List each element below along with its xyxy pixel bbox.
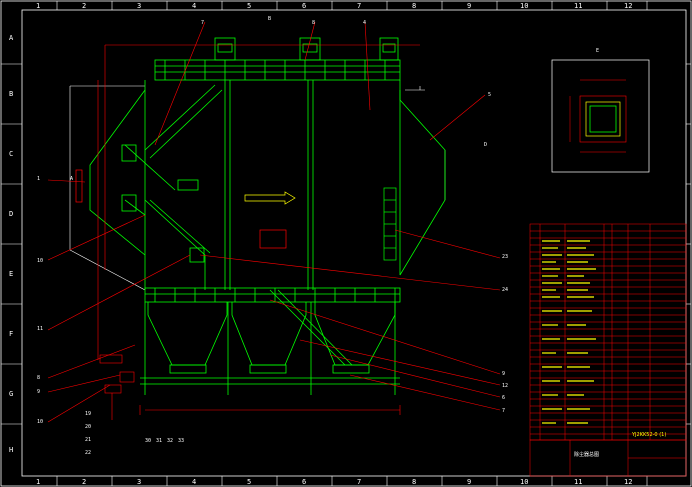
- col-label: 3: [137, 2, 141, 10]
- callout-label: 23: [502, 254, 508, 260]
- col-label: 1: [36, 2, 40, 10]
- side-ladder: [383, 187, 397, 261]
- col-label: 2: [82, 478, 86, 486]
- col-label: 9: [467, 2, 471, 10]
- callouts-top: 7 B 8 4: [201, 16, 366, 26]
- leader-lines: [47, 21, 501, 423]
- row-labels-left: A B C D E F G H: [9, 34, 14, 454]
- col-label: 1: [36, 478, 40, 486]
- callout-label: 5: [488, 92, 491, 98]
- row-label: F: [9, 330, 13, 338]
- callout-label: 20: [85, 424, 91, 430]
- row-label: A: [9, 34, 14, 42]
- callout-label: 9: [37, 389, 40, 395]
- parts-list-entries: [542, 240, 596, 424]
- callout-label: 9: [502, 371, 505, 377]
- callout-label: 12: [502, 383, 508, 389]
- col-label: 8: [412, 478, 416, 486]
- row-label: H: [9, 446, 13, 454]
- callout-label: 24: [502, 287, 508, 293]
- col-label: 7: [357, 2, 361, 10]
- callout-label: 8: [312, 20, 315, 26]
- row-label: B: [9, 90, 13, 98]
- callout-label: A: [70, 176, 73, 182]
- callout-label: 21: [85, 437, 91, 443]
- callout-label: 11: [37, 326, 43, 332]
- callout-label: 32: [167, 438, 173, 444]
- col-label: 12: [624, 2, 632, 10]
- callout-label: 6: [502, 395, 505, 401]
- col-label: 4: [192, 478, 196, 486]
- col-label: 10: [520, 478, 528, 486]
- callout-label: 4: [363, 20, 366, 26]
- drawing-number: YJ2KK52-0 (1): [631, 432, 666, 438]
- col-label: 2: [82, 2, 86, 10]
- drawing-caption: 除尘器总图: [574, 451, 599, 458]
- column-labels-bottom: 1 2 3 4 5 6 7 8 9 10 11 12: [36, 478, 632, 486]
- callout-label: 22: [85, 450, 91, 456]
- callout-label: 19: [85, 411, 91, 417]
- detail-view: E: [551, 48, 650, 173]
- col-label: 11: [574, 478, 582, 486]
- detail-view-label: E: [596, 48, 599, 54]
- col-label: 7: [357, 478, 361, 486]
- parts-list: [529, 223, 687, 441]
- row-label: G: [9, 390, 13, 398]
- col-label: 11: [574, 2, 582, 10]
- callout-label: 1: [37, 176, 40, 182]
- callout-label: 10: [37, 419, 43, 425]
- valve-assembly: [99, 354, 135, 420]
- col-label: 12: [624, 478, 632, 486]
- callout-label: 33: [178, 438, 184, 444]
- inlet-flange: [75, 169, 83, 203]
- flow-arrow: [244, 191, 296, 205]
- callout-label: 10: [37, 258, 43, 264]
- callouts-left: 1 A 10 11 8 9 10: [37, 176, 73, 425]
- callouts-bottom: 19 20 21 22 30 31 32 33: [85, 411, 184, 456]
- callout-label: 8: [37, 375, 40, 381]
- callout-label: 7: [502, 408, 505, 414]
- column-labels-top: 1 2 3 4 5 6 7 8 9 10 11 12: [36, 2, 632, 10]
- row-label: E: [9, 270, 13, 278]
- title-block: YJ2KK52-0 (1) 除尘器总图: [529, 432, 687, 477]
- structure: [89, 37, 446, 395]
- col-label: 5: [247, 478, 251, 486]
- callouts-right: 5 D 23 24 9 12 6 7: [484, 92, 508, 414]
- col-label: 8: [412, 2, 416, 10]
- col-label: 9: [467, 478, 471, 486]
- callout-label: B: [268, 16, 271, 22]
- main-elevation: [47, 21, 501, 423]
- callout-label: 7: [201, 20, 204, 26]
- col-label: 6: [302, 478, 306, 486]
- col-label: 5: [247, 2, 251, 10]
- row-label: D: [9, 210, 13, 218]
- col-label: 3: [137, 478, 141, 486]
- access-door: [259, 229, 287, 249]
- col-label: 6: [302, 2, 306, 10]
- row-label: C: [9, 150, 13, 158]
- callout-label: D: [484, 142, 487, 148]
- col-label: 10: [520, 2, 528, 10]
- callout-label: 31: [156, 438, 162, 444]
- col-label: 4: [192, 2, 196, 10]
- callout-label: 30: [145, 438, 151, 444]
